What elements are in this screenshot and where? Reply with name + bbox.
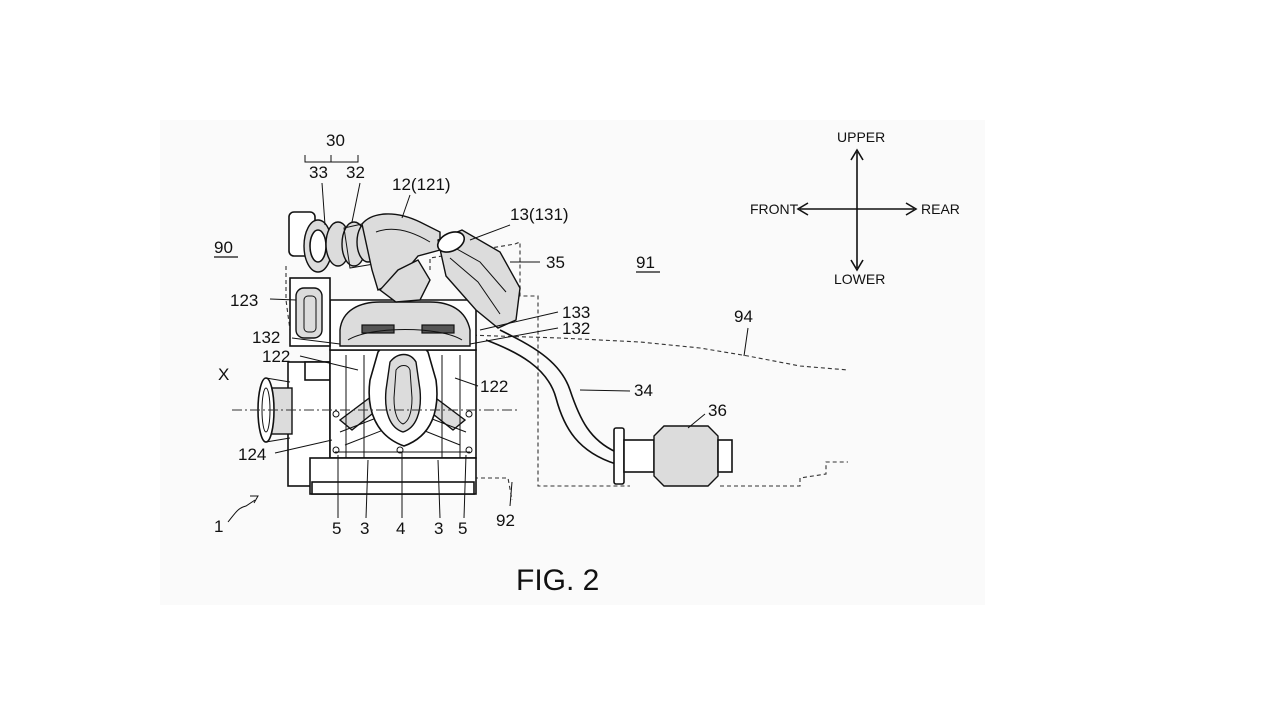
pipe-flange-34 [613, 427, 625, 485]
label-12-121: 12(121) [392, 175, 451, 194]
bolt [396, 446, 404, 454]
leader-34 [579, 389, 631, 392]
label-5-right: 5 [458, 519, 467, 538]
leader-122-left [299, 355, 359, 371]
floor-panel-94 [465, 334, 849, 371]
pipe-121-seam [375, 228, 431, 243]
label-35: 35 [546, 253, 565, 272]
leader-124 [274, 439, 333, 454]
label-x: X [218, 365, 229, 384]
label-3-right: 3 [434, 519, 443, 538]
down-arrowhead-icon [850, 259, 864, 272]
leader-36 [687, 413, 706, 429]
label-33: 33 [309, 163, 328, 182]
pulley-edge-top [265, 377, 291, 383]
leader-32 [351, 182, 361, 223]
label-34: 34 [634, 381, 653, 400]
up-arrowhead-icon [850, 148, 864, 161]
catalyst-outlet [717, 439, 733, 473]
label-91: 91 [636, 253, 655, 272]
pipe-34-lower [485, 339, 617, 465]
label-132-right: 132 [562, 319, 590, 338]
direction-indicator: UPPER LOWER FRONT REAR [750, 129, 960, 287]
left-arrowhead-icon [796, 202, 809, 216]
bolt [332, 410, 340, 418]
label-133: 133 [562, 303, 590, 322]
floor-outline [720, 461, 848, 487]
label-30: 30 [326, 131, 345, 150]
label-132-left: 132 [252, 328, 280, 347]
bolt [465, 410, 473, 418]
label-32: 32 [346, 163, 365, 182]
leader-5-right [463, 454, 467, 519]
pipe-131-seam [447, 243, 507, 293]
leader-132-left [291, 337, 341, 345]
catalyst-36 [653, 425, 719, 487]
reference-labels: 30 33 32 12(121) 13(131) 90 35 91 123 13… [214, 131, 753, 538]
rotor-core [393, 365, 413, 425]
leader-122-right [454, 377, 479, 387]
manifold-inner-line [347, 329, 463, 341]
label-5-left: 5 [332, 519, 341, 538]
pipe-131 [437, 229, 521, 329]
manifold-port-left [361, 324, 395, 334]
exhaust-pipe-34 [485, 329, 733, 487]
leader-12 [401, 194, 411, 219]
figure-caption: FIG. 2 [516, 564, 599, 597]
leader-33 [321, 182, 326, 226]
leader-1-arrowhead-icon [250, 495, 259, 504]
label-3-left: 3 [360, 519, 369, 538]
label-90: 90 [214, 238, 233, 257]
label-122-right: 122 [480, 377, 508, 396]
label-94: 94 [734, 307, 753, 326]
pulley-edge-bottom [265, 437, 291, 443]
leader-123 [269, 298, 297, 301]
label-123: 123 [230, 291, 258, 310]
leader-94 [743, 327, 749, 357]
pipe-34-upper [499, 329, 617, 453]
leader-1 [227, 499, 256, 523]
compressor-hub [309, 229, 327, 263]
label-36: 36 [708, 401, 727, 420]
leader-92 [509, 481, 513, 507]
label-4: 4 [396, 519, 405, 538]
oil-pan [311, 481, 475, 495]
direction-rear: REAR [921, 201, 960, 217]
label-1: 1 [214, 517, 223, 536]
pipe-121-lower [378, 259, 431, 303]
leader-3-left [365, 459, 369, 519]
actuator-core [303, 295, 317, 333]
leader-3-right [437, 459, 441, 519]
exhaust-manifold [339, 301, 471, 347]
rotor-chamber [384, 353, 422, 433]
label-124: 124 [238, 445, 266, 464]
label-122-left: 122 [262, 347, 290, 366]
catalyst-inlet [623, 439, 655, 473]
leader-13 [469, 224, 511, 241]
exhaust-pipe-12 [361, 213, 441, 303]
leader-133 [479, 311, 559, 331]
pipe-flange [436, 231, 466, 253]
pipe-131-seam-2 [449, 257, 501, 315]
bolt [332, 446, 340, 454]
label-92: 92 [496, 511, 515, 530]
turbocharger-30 [288, 211, 387, 347]
direction-front: FRONT [750, 201, 799, 217]
exhaust-pipe-13 [436, 229, 521, 329]
leader-132-right [469, 327, 559, 345]
label-13-131: 13(131) [510, 205, 569, 224]
manifold-port-right [421, 324, 455, 334]
engine-assembly [232, 299, 518, 495]
bolt [465, 446, 473, 454]
direction-lower: LOWER [834, 271, 885, 287]
direction-upper: UPPER [837, 129, 885, 145]
right-arrowhead-icon [905, 202, 918, 216]
front-housing-cap [304, 361, 331, 381]
leader-lines [227, 155, 749, 523]
